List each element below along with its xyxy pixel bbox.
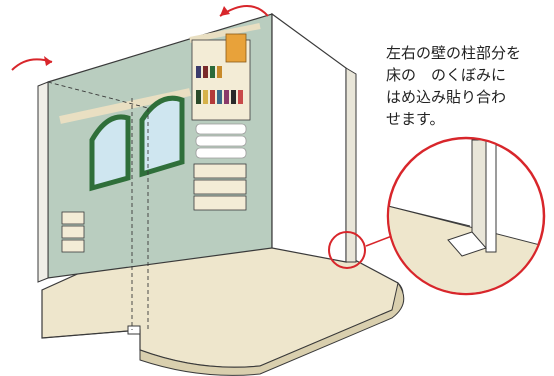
mirror-left (89, 114, 131, 192)
caption-line-3: はめ込み貼り合わ (386, 88, 507, 106)
towel-stack (195, 123, 247, 159)
floor-notch (127, 325, 141, 335)
rotate-arrow-icon (11, 56, 53, 71)
bottle-row (196, 66, 243, 104)
callout-connector (365, 235, 393, 247)
rotate-arrow-icon (219, 5, 269, 17)
mirror-right (139, 95, 185, 178)
caption-line-2: 床の のくぼみに (386, 66, 507, 84)
callout-small-circle (328, 231, 366, 269)
caption-line-1: 左右の壁の柱部分を (386, 44, 522, 62)
poster (225, 33, 247, 63)
dashed-guides (47, 81, 149, 330)
right-wall (271, 12, 357, 263)
drawer-unit-right (193, 163, 247, 211)
instruction-caption: 左右の壁の柱部分を 床の のくぼみに はめ込み貼り合わ せます。 (386, 42, 554, 130)
drawer-unit-left (61, 211, 85, 253)
shelf-unit (191, 33, 251, 159)
magnify-callout-icon (386, 136, 546, 296)
caption-line-4: せます。 (386, 110, 445, 128)
